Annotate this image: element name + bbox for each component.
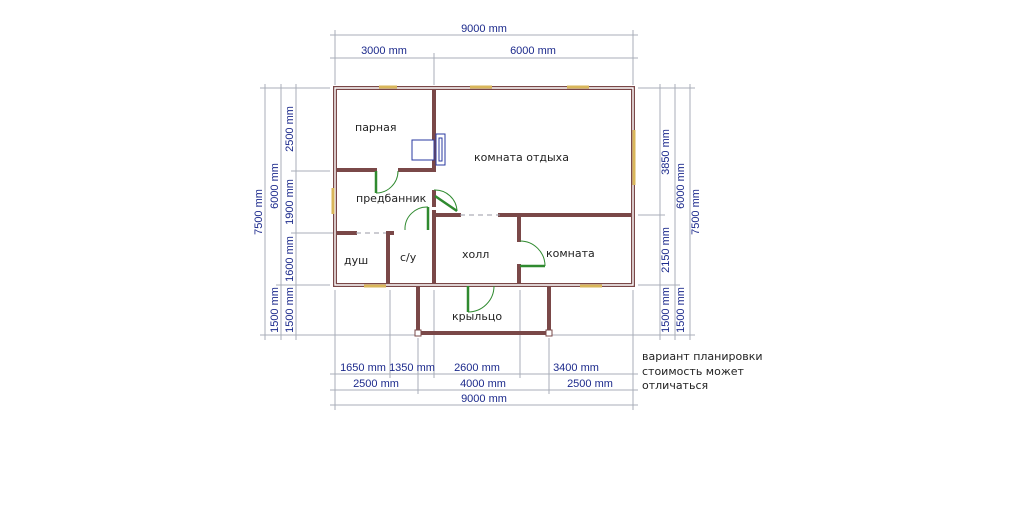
- dimensions-right: 3850 mm 2150 mm 1500 mm 6000 mm 1500 mm …: [549, 84, 702, 340]
- dim-right-room: 2150 mm: [660, 227, 672, 273]
- dim-left-porch: 1500 mm: [269, 287, 281, 333]
- dimensions-bottom: 1650 mm 1350 mm 2600 mm 3400 mm 2500 mm …: [330, 290, 638, 410]
- room-label-steam-room: парная: [355, 121, 396, 134]
- dim-top-left: 3000 mm: [361, 45, 407, 57]
- room-label-room: комната: [546, 247, 595, 260]
- room-label-wc: с/у: [400, 251, 417, 264]
- dim-bottom-d: 3400 mm: [553, 362, 599, 374]
- room-label-hall: холл: [462, 248, 489, 261]
- dim-bottom-g: 2500 mm: [567, 378, 613, 390]
- room-label-dressing-room: предбанник: [356, 192, 427, 205]
- dim-right-porch2: 1500 mm: [675, 287, 687, 333]
- dim-bottom-f: 4000 mm: [460, 378, 506, 390]
- dim-right-house: 6000 mm: [675, 163, 687, 209]
- dim-bottom-b: 1350 mm: [389, 362, 435, 374]
- dim-bottom-a: 1650 mm: [340, 362, 386, 374]
- dimensions-top: 9000 mm 3000 mm 6000 mm: [330, 23, 638, 85]
- dim-left-total: 7500 mm: [253, 189, 265, 235]
- dim-left-parnaya: 2500 mm: [284, 106, 296, 152]
- dim-bottom-c: 2600 mm: [454, 362, 500, 374]
- layout-note: вариант планировки стоимость может отлич…: [642, 350, 762, 392]
- dim-left-porch2: 1500 mm: [284, 287, 296, 333]
- windows: [331, 85, 636, 288]
- dim-right-total: 7500 mm: [690, 189, 702, 235]
- doors: [374, 170, 546, 313]
- dim-right-porch: 1500 mm: [660, 287, 672, 333]
- dim-bottom-total: 9000 mm: [461, 393, 507, 405]
- stove-icon: [411, 133, 446, 166]
- note-line-2: стоимость может: [642, 365, 745, 378]
- dim-left-predbannik: 1900 mm: [284, 179, 296, 225]
- room-label-rest-room: комната отдыха: [474, 151, 569, 164]
- room-label-shower: душ: [344, 254, 368, 267]
- dim-top-right: 6000 mm: [510, 45, 556, 57]
- note-line-3: отличаться: [642, 379, 708, 392]
- porch-post-right: [545, 329, 553, 337]
- dim-right-rest: 3850 mm: [660, 129, 672, 175]
- dim-bottom-e: 2500 mm: [353, 378, 399, 390]
- dim-left-dush: 1600 mm: [284, 236, 296, 282]
- room-label-porch: крыльцо: [452, 310, 502, 323]
- note-line-1: вариант планировки: [642, 350, 762, 363]
- walls: [333, 86, 635, 335]
- porch-post-left: [414, 329, 422, 337]
- dim-top-total: 9000 mm: [461, 23, 507, 35]
- dim-left-house: 6000 mm: [269, 163, 281, 209]
- dimensions-left: 7500 mm 6000 mm 1500 mm 2500 mm 1900 mm …: [253, 84, 418, 340]
